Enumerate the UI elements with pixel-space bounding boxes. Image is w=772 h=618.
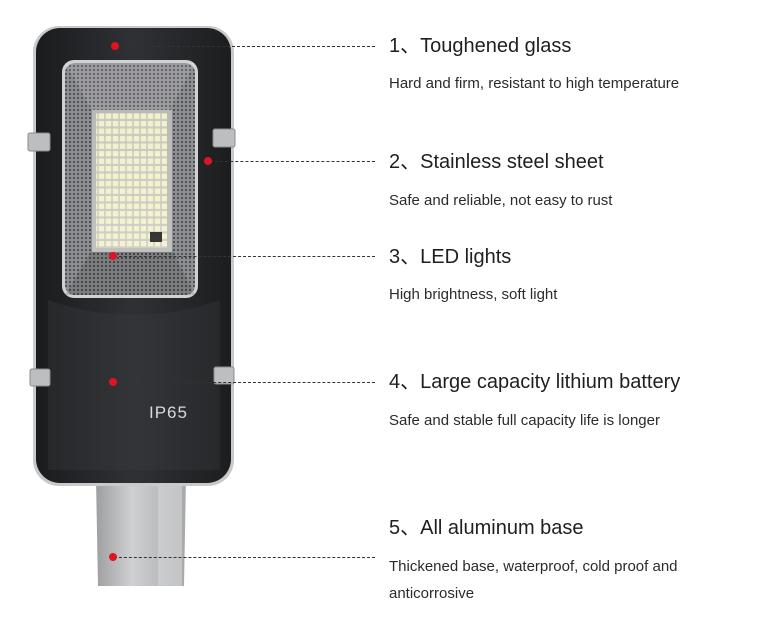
callout-desc-steel: Safe and reliable, not easy to rust (389, 192, 613, 209)
callout-title-steel: 2、Stainless steel sheet (389, 151, 604, 173)
callout-desc-led: High brightness, soft light (389, 286, 558, 303)
side-clips (27, 128, 236, 387)
leader-line-1 (117, 46, 375, 47)
leader-line-3 (114, 256, 375, 257)
marker-dot-glass (111, 42, 119, 50)
leader-line-2 (210, 161, 375, 162)
callout-desc-battery: Safe and stable full capacity life is lo… (389, 412, 660, 429)
callout-title-base: 5、All aluminum base (389, 517, 584, 539)
leader-line-5 (114, 557, 375, 558)
marker-dot-steel (204, 157, 212, 165)
callout-title-glass: 1、Toughened glass (389, 35, 572, 57)
ip65-badge: IP65 (149, 403, 188, 422)
callout-title-led: 3、LED lights (389, 246, 512, 268)
callout-title-battery: 4、Large capacity lithium battery (389, 371, 681, 393)
aluminum-base (96, 478, 186, 586)
callout-desc-base: Thickened base, waterproof, cold proof a… (389, 558, 678, 602)
marker-dot-base (109, 553, 117, 561)
led-panel (92, 110, 172, 252)
marker-dot-led (109, 252, 117, 260)
callout-desc-glass: Hard and firm, resistant to high tempera… (389, 75, 680, 92)
marker-dot-battery (109, 378, 117, 386)
leader-line-4 (114, 382, 375, 383)
